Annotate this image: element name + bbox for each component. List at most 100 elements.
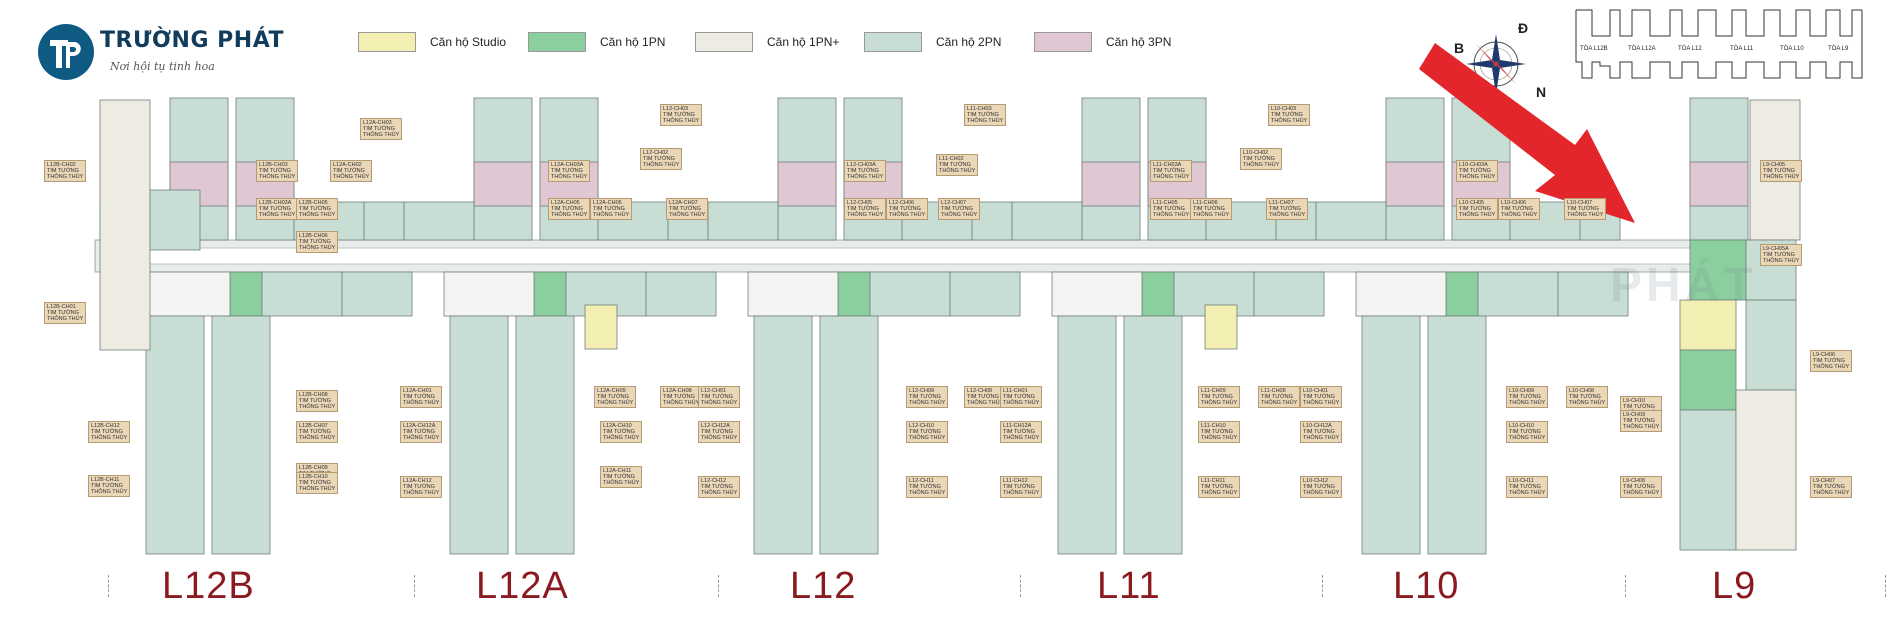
unit-tag-code: L11-CH10: [1201, 423, 1226, 429]
unit-tag-area: TIM TƯỜNG: [299, 429, 331, 435]
unit-tag-code: L12B-CH11: [91, 477, 120, 483]
unit-tag-area: TIM TƯỜNG: [847, 206, 879, 212]
compass-rose: B Đ N: [1440, 18, 1550, 108]
unit-tag-area: TIM TƯỜNG: [1201, 429, 1233, 435]
unit-tag-area: TIM TƯỜNG: [1813, 358, 1845, 364]
unit-tag-net: THÔNG THỦY: [363, 132, 400, 138]
unit-tag-code: L9-CH09: [1623, 412, 1646, 418]
unit-tag-net: THÔNG THỦY: [1813, 364, 1850, 370]
unit-tag-net: THÔNG THỦY: [909, 400, 946, 406]
unit-block-3pn: [1081, 161, 1141, 207]
unit-tag-code: L12B-CH06: [299, 233, 328, 239]
unit-tag-area: TIM TƯỜNG: [1509, 394, 1541, 400]
unit-tag-area: TIM TƯỜNG: [701, 484, 733, 490]
unit-tag-area: TIM TƯỜNG: [1303, 484, 1335, 490]
unit-block-3pn: [1689, 161, 1749, 207]
legend-swatch: [358, 32, 416, 52]
unit-tag-code: L10-CH03A: [1459, 162, 1488, 168]
unit-tag-code: L10-CH06: [1501, 200, 1527, 206]
unit-wing-south: [1557, 271, 1629, 317]
unit-tag-area: TIM TƯỜNG: [1509, 484, 1541, 490]
unit-tag-code: L11-CH02: [939, 156, 964, 162]
unit-tag-area: TIM TƯỜNG: [909, 484, 941, 490]
legend-item-1pn-plus: Căn hộ 1PN+: [695, 32, 839, 52]
unit-tag-code: L12A-CH11: [603, 468, 632, 474]
unit-tag-net: THÔNG THỦY: [967, 118, 1004, 124]
unit-tag-net: THÔNG THỦY: [1201, 400, 1238, 406]
unit-tag-code: L12-CH12A: [701, 423, 730, 429]
unit-tag-net: THÔNG THỦY: [333, 174, 370, 180]
unit-tag-area: TIM TƯỜNG: [1003, 429, 1035, 435]
